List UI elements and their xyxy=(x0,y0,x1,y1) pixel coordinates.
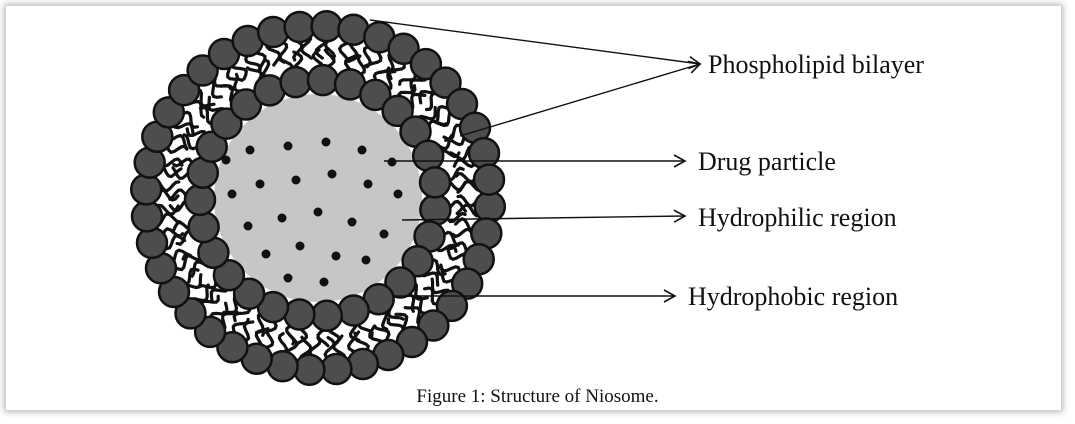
outer-head xyxy=(137,228,167,258)
outer-head xyxy=(348,349,378,379)
drug-particle-dot xyxy=(328,170,337,179)
figure-caption: Figure 1: Structure of Niosome. xyxy=(0,386,1075,408)
inner-head xyxy=(189,212,219,242)
drug-particle-dot xyxy=(244,222,253,231)
drug-particle-dot xyxy=(364,180,373,189)
inner-head xyxy=(312,301,342,331)
inner-head xyxy=(339,296,369,326)
label-hydrophilic-region: Hydrophilic region xyxy=(698,203,897,232)
drug-particle-dot xyxy=(394,190,403,199)
drug-particle-dot xyxy=(284,274,293,283)
drug-particle-dot xyxy=(256,180,265,189)
outer-head xyxy=(285,12,315,42)
drug-particle-dot xyxy=(332,252,341,261)
outer-head xyxy=(475,192,505,222)
outer-head xyxy=(258,17,288,47)
inner-head xyxy=(413,141,443,171)
drug-particle-dot xyxy=(388,158,397,167)
label-phospholipid-bilayer: Phospholipid bilayer xyxy=(708,50,924,79)
drug-particle-dot xyxy=(380,230,389,239)
inner-head xyxy=(420,167,450,197)
inner-head xyxy=(308,65,338,95)
outer-head xyxy=(131,174,161,204)
drug-particle-dot xyxy=(292,176,301,185)
outer-head xyxy=(132,201,162,231)
outer-head xyxy=(321,354,351,384)
drug-particle-dot xyxy=(278,214,287,223)
outer-head xyxy=(294,355,324,385)
drug-particle-dot xyxy=(314,208,323,217)
label-hydrophobic-region: Hydrophobic region xyxy=(688,282,898,311)
outer-head xyxy=(469,138,499,168)
outer-head xyxy=(474,165,504,195)
drug-particle-dot xyxy=(362,256,371,265)
inner-head xyxy=(281,67,311,97)
drug-particle-dot xyxy=(348,218,357,227)
drug-particle-dot xyxy=(228,190,237,199)
label-drug-particle: Drug particle xyxy=(698,147,836,176)
drug-particle-dot xyxy=(320,278,329,287)
arrow-phospholipid-inner xyxy=(460,64,700,136)
drug-particle-dot xyxy=(262,250,271,259)
drug-particle-dot xyxy=(246,146,255,155)
drug-particle-dot xyxy=(284,142,293,151)
drug-particle-dot xyxy=(296,242,305,251)
inner-head xyxy=(185,185,215,215)
drug-particle-dot xyxy=(322,138,331,147)
outer-head xyxy=(312,11,342,41)
drug-particle-dot xyxy=(358,146,367,155)
